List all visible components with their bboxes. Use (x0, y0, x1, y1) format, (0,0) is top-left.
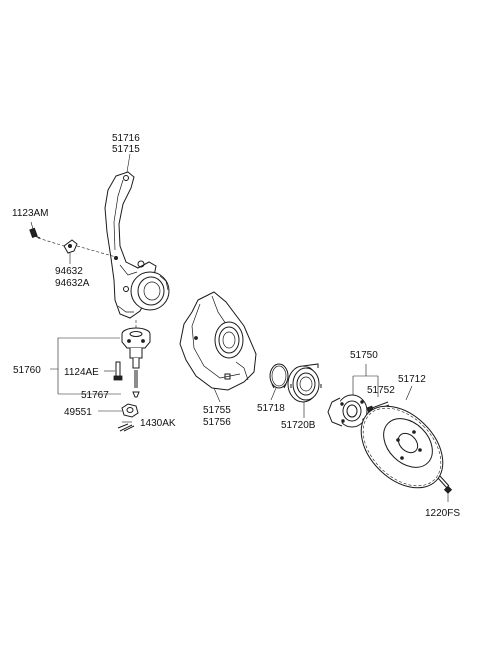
label-51767: 51767 (81, 390, 109, 401)
bearing-51720b (287, 363, 322, 403)
label-49551: 49551 (64, 407, 92, 418)
disc-screw-1220fs (437, 475, 453, 494)
label-51750: 51750 (350, 350, 378, 361)
label-51752: 51752 (367, 385, 395, 396)
label-51712: 51712 (398, 374, 426, 385)
snap-ring-51718 (269, 363, 289, 389)
label-51756: 51756 (203, 417, 231, 428)
label-51760: 51760 (13, 365, 41, 376)
dust-cover-51755 (179, 291, 257, 391)
brake-disc-51712 (360, 405, 444, 489)
bolt-1123am (29, 227, 41, 239)
label-51715: 51715 (112, 144, 140, 155)
label-94632a: 94632A (55, 278, 90, 289)
bracket-94632 (63, 239, 78, 254)
ball-joint-51760 (121, 320, 151, 369)
label-1220fs: 1220FS (425, 508, 460, 519)
label-1430ak: 1430AK (140, 418, 176, 429)
leader-lines (30, 153, 449, 502)
label-51718: 51718 (257, 403, 285, 414)
clip-1430ak (117, 423, 135, 432)
label-1123am: 1123AM (12, 208, 49, 219)
steering-knuckle (104, 171, 170, 319)
bolt-1124ae (113, 361, 123, 381)
label-51755: 51755 (203, 405, 231, 416)
hub-51750 (327, 394, 368, 428)
label-94632: 94632 (55, 266, 83, 277)
pin-51767 (132, 370, 140, 398)
nut-49551 (121, 403, 139, 418)
label-1124ae: 1124AE (64, 367, 99, 378)
label-51716: 51716 (112, 133, 140, 144)
label-51720b: 51720B (281, 420, 316, 431)
